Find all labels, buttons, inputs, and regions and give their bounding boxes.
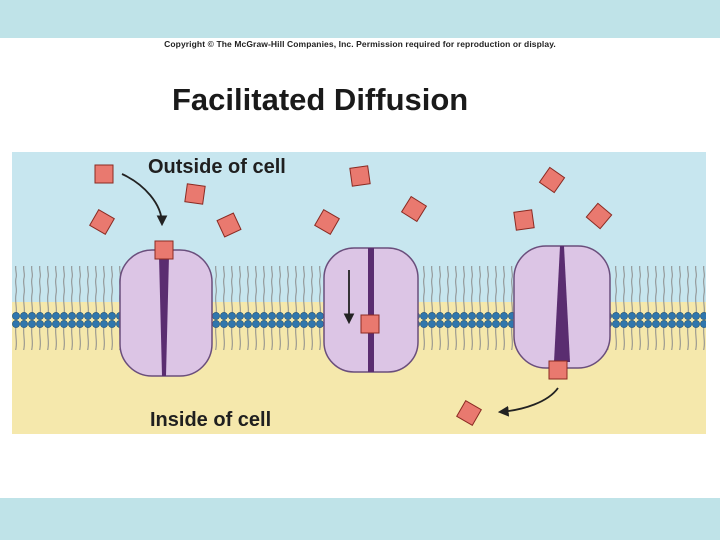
entry-arrow — [121, 173, 168, 227]
solute-molecule — [585, 202, 613, 230]
solute-molecule-binding — [154, 240, 174, 260]
solute-molecule — [314, 209, 340, 235]
carrier-protein-open-inside — [513, 245, 611, 369]
solute-molecule — [538, 166, 566, 194]
facilitated-diffusion-diagram — [12, 152, 706, 434]
solute-molecule-in-channel — [360, 314, 380, 334]
carrier-protein-open-outside — [119, 249, 213, 377]
top-slide-band — [0, 0, 720, 38]
slide-title: Facilitated Diffusion — [172, 82, 469, 117]
solute-molecule — [184, 183, 206, 205]
bottom-slide-band — [0, 498, 720, 540]
solute-molecule-inside — [456, 400, 482, 426]
solute-molecule — [89, 209, 115, 235]
solute-molecule — [216, 212, 242, 238]
solute-molecule — [513, 209, 535, 231]
outside-of-cell-label: Outside of cell — [148, 156, 286, 178]
carrier-protein-transporting — [323, 247, 419, 373]
solute-molecule-released — [548, 360, 568, 380]
inside-of-cell-label: Inside of cell — [150, 409, 272, 431]
solute-molecule — [94, 164, 114, 184]
exit-arrow — [497, 387, 559, 417]
solute-molecule — [400, 195, 428, 223]
solute-molecule — [349, 165, 371, 187]
copyright-notice: Copyright © The McGraw-Hill Companies, I… — [164, 39, 556, 49]
